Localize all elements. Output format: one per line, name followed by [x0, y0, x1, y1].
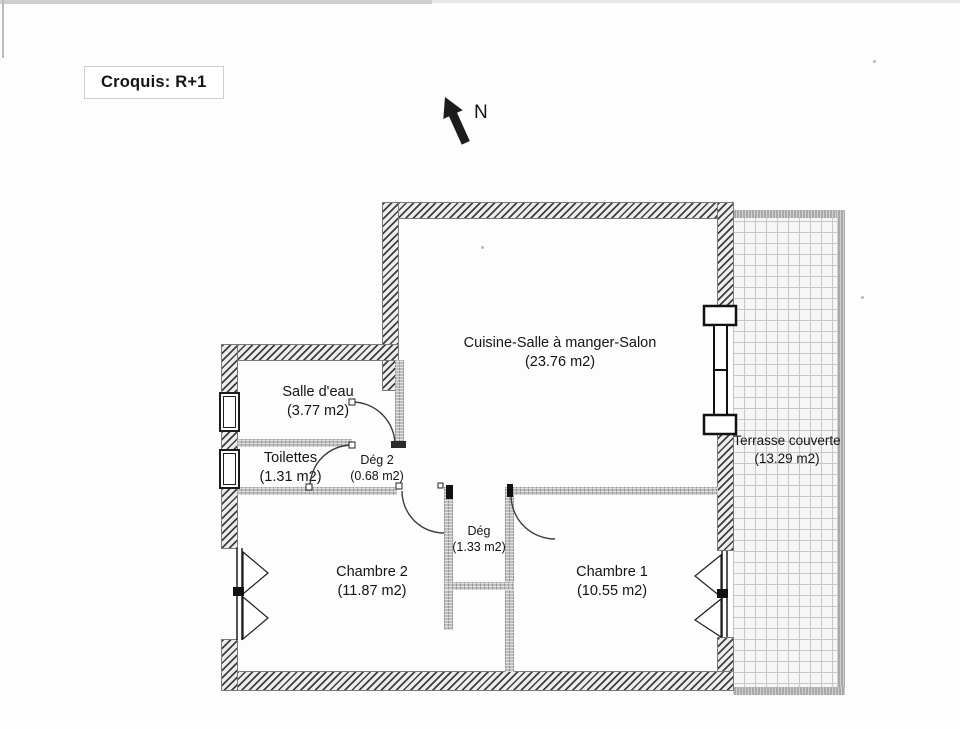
page-title: Croquis: R+1 — [84, 66, 224, 99]
window-chambre2-icon — [233, 548, 269, 641]
door-arc-chambre2 — [401, 490, 445, 534]
scan-artifact — [2, 0, 4, 58]
wall-left-a — [221, 344, 238, 394]
door-arc-salle-eau — [351, 401, 396, 446]
wall-bottom — [221, 671, 734, 691]
wall-toilettes-chambre2 — [237, 487, 397, 495]
wall-left-c — [221, 487, 238, 549]
room-area: (0.68 m2) — [350, 469, 404, 484]
room-area: (13.29 m2) — [754, 450, 820, 466]
wall-corridor-right — [505, 487, 514, 672]
window-toilettes — [219, 449, 240, 489]
room-name: Toilettes — [263, 450, 318, 466]
north-arrow-icon — [443, 97, 470, 145]
room-label-chambre2: Chambre 2 (11.87 m2) — [302, 563, 442, 601]
wall-living-left — [382, 202, 399, 391]
terrace-border-top — [733, 210, 845, 218]
room-name: Chambre 1 — [576, 564, 648, 580]
scan-artifact — [873, 60, 876, 63]
room-area: (1.31 m2) — [259, 468, 322, 485]
room-label-chambre1: Chambre 1 (10.55 m2) — [542, 563, 682, 601]
wall-left-b — [221, 430, 238, 451]
scan-artifact — [481, 246, 484, 249]
door-jamb — [437, 482, 444, 489]
room-label-salle-eau: Salle d'eau (3.77 m2) — [248, 383, 388, 421]
room-name: Dég 2 — [360, 453, 394, 467]
terrace-tiled-area — [733, 210, 845, 695]
room-name: Salle d'eau — [282, 384, 354, 400]
wall-salle-eau-top — [221, 344, 399, 361]
terrace-border-bottom — [733, 687, 845, 695]
wall-closet-bar — [444, 582, 514, 590]
door-jamb — [348, 398, 356, 406]
door-threshold — [391, 441, 406, 448]
wall-top-main — [382, 202, 734, 219]
room-area: (1.33 m2) — [452, 540, 506, 555]
door-leaf — [446, 485, 453, 499]
room-label-cuisine: Cuisine-Salle à manger-Salon (23.76 m2) — [420, 334, 700, 372]
room-label-terrasse: Terrasse couverte (13.29 m2) — [702, 432, 872, 467]
wall-left-d — [221, 639, 238, 691]
room-name: Dég — [467, 524, 491, 538]
wall-right-upper — [717, 202, 734, 309]
door-leaf — [507, 484, 513, 497]
wall-salle-eau-east — [395, 360, 404, 443]
room-name: Chambre 2 — [336, 564, 408, 580]
scan-artifact — [0, 0, 432, 4]
wall-salle-eau-toilettes — [237, 439, 352, 447]
room-area: (11.87 m2) — [337, 582, 407, 599]
door-arc-chambre1 — [510, 494, 556, 540]
wall-corridor-left — [444, 487, 453, 630]
room-label-deg2: Dég 2 (0.68 m2) — [333, 452, 421, 485]
room-label-deg: Dég (1.33 m2) — [444, 523, 514, 556]
room-area: (23.76 m2) — [524, 353, 596, 370]
door-jamb — [348, 441, 356, 449]
window-glass — [223, 396, 236, 428]
wall-living-chambre1 — [512, 487, 718, 495]
window-salle-eau — [219, 392, 240, 432]
scan-artifact — [432, 0, 960, 3]
room-label-toilettes: Toilettes (1.31 m2) — [228, 449, 353, 487]
window-glass — [223, 453, 236, 485]
window-chambre1-icon — [693, 551, 728, 639]
door-jamb — [395, 482, 403, 490]
scan-artifact — [861, 296, 864, 299]
terrace-border-right — [837, 210, 845, 695]
room-name: Terrasse couverte — [733, 433, 841, 448]
wall-right-mid — [717, 429, 734, 551]
terrace-door-icon — [702, 304, 738, 436]
room-area: (3.77 m2) — [286, 402, 350, 419]
door-jamb — [305, 483, 313, 491]
room-name: Cuisine-Salle à manger-Salon — [463, 335, 657, 351]
north-label: N — [474, 102, 488, 123]
room-area: (10.55 m2) — [576, 582, 648, 599]
door-arc-toilettes — [309, 444, 353, 488]
